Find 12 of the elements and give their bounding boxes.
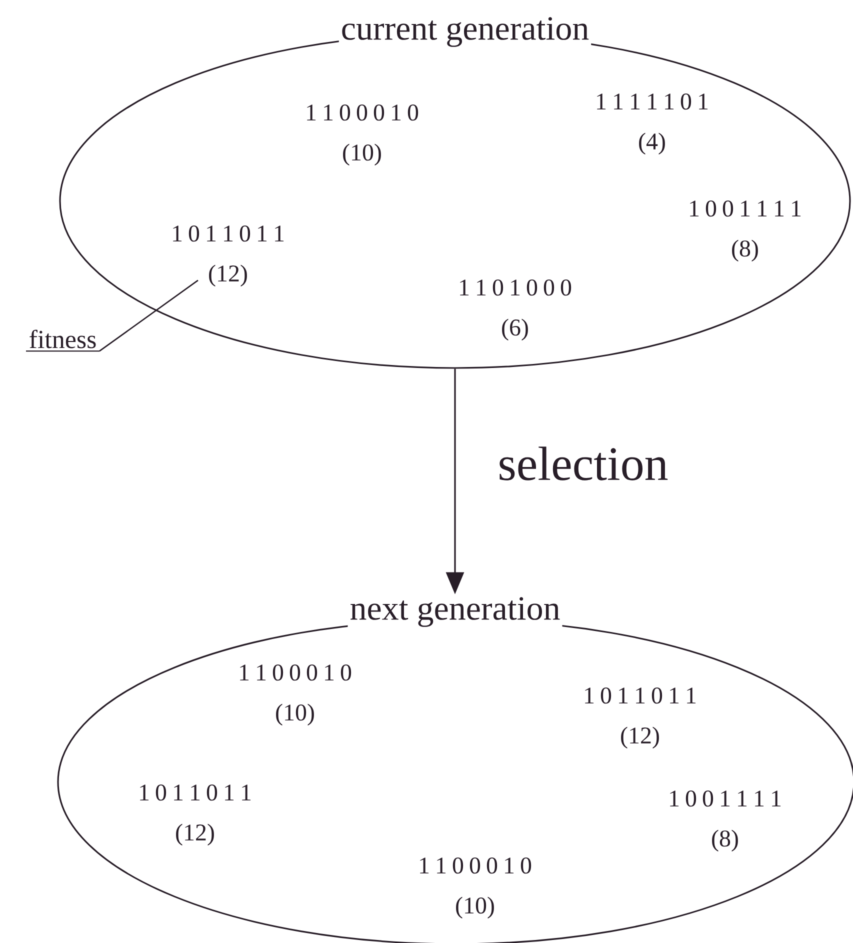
edge-label: selection [500, 446, 668, 480]
chromosome-label: 1 1 0 1 0 0 0 (6) [460, 279, 572, 341]
chromosome-label: 1 0 1 1 0 1 1 (12) [173, 225, 284, 287]
leader-line [99, 280, 198, 352]
chromosome-label: 1 1 0 0 0 1 0 (10) [420, 857, 532, 919]
chromosome-label: 1 1 0 0 0 1 0 (10) [240, 664, 352, 726]
chromosome-label: 1 1 0 0 0 1 0 (10) [307, 104, 418, 166]
chromosome-label: 1 0 0 1 1 1 1 (8) [670, 790, 781, 852]
chromosome-label: 1 0 0 1 1 1 1 (8) [690, 200, 801, 262]
chromosome-label: 1 1 1 1 1 0 1 (4) [597, 93, 708, 155]
chromosome-label: 1 0 1 1 0 1 1 (12) [585, 687, 696, 749]
chromosome-label: 1 0 1 1 0 1 1 (12) [140, 784, 251, 846]
